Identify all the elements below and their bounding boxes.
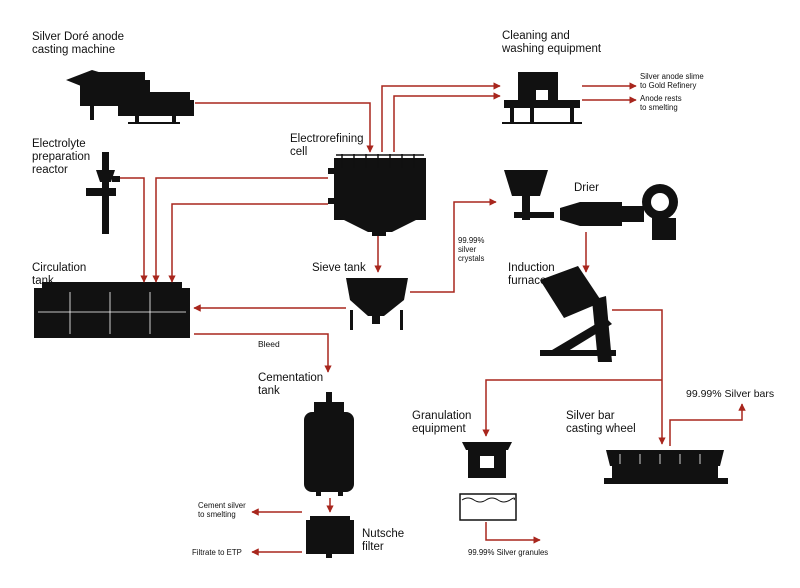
flow-cell-to-circulation [152,177,328,283]
casting-wheel [604,450,728,484]
flow-reactor-to-circulation [120,177,148,283]
filtrate-label: Filtrate to ETP [192,548,242,557]
drier-label: Drier [574,182,599,194]
cementation-tank [304,392,354,496]
circulation-tank [34,282,190,338]
nutsche-filter [306,516,354,558]
flow-to-silver-bars [669,403,746,446]
flow-sieve-to-drier [410,198,497,293]
drier [504,170,678,240]
flow-to-granules [485,522,541,544]
flow-furnace-to-granulation [482,379,662,437]
flow-circulation-to-cementation [194,333,332,373]
cleaning-washing-equipment [502,72,582,124]
casting-machine [66,70,194,124]
induction-furnace [540,266,616,362]
bleed-label: Bleed [258,339,280,349]
electrorefining-cell [328,154,426,236]
flow-anode-to-cell [195,102,374,153]
flow-cell-to-circulation-2 [168,203,328,283]
granules-label: 99.99% Silver granules [468,548,549,557]
sieve-label: Sieve tank [312,262,366,274]
electrolyte-reactor [86,152,120,234]
silver-bars-label: 99.99% Silver bars [686,388,775,400]
flow-cell-to-cleaning-2 [393,92,501,152]
granulation-equipment [459,442,517,521]
sieve-tank [346,278,408,330]
flow-cell-to-cleaning [381,82,501,152]
flow-furnace-split [612,309,666,445]
